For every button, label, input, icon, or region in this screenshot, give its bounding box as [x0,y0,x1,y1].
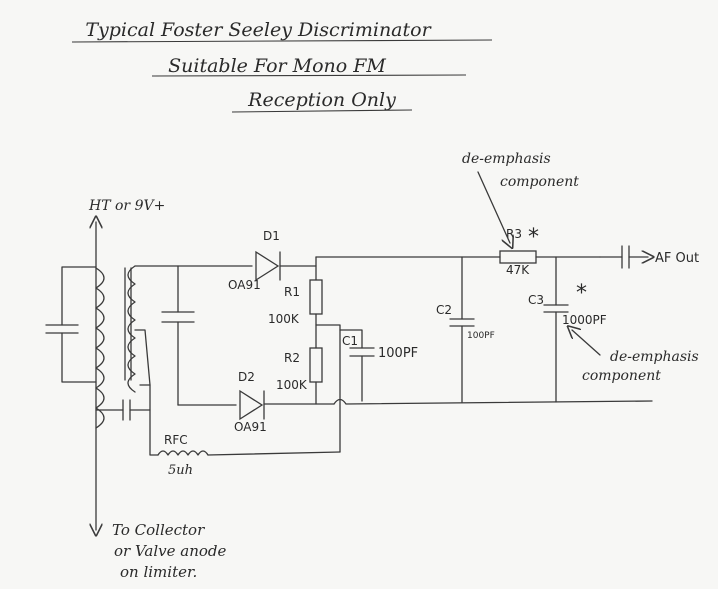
title-line-2: Suitable For Mono FM [168,55,386,77]
title-underline-1 [71,39,493,43]
output-coupling: AF Out [599,245,699,269]
deemphasis-note-top: de-emphasis component [462,151,579,243]
c1-value: 100PF [378,346,418,361]
af-out-label: AF Out [655,251,699,266]
title-block: Typical Foster Seeley Discriminator Suit… [71,19,493,113]
r2-ref: R2 [284,351,300,365]
coupling-cap [95,384,151,421]
d2-part: OA91 [234,420,267,434]
capacitor-c3: C3 1000PF * [528,256,607,403]
title-line-3: Reception Only [247,89,396,111]
capacitor-c2: C2 100PF [436,256,495,403]
resistor-r2: R2 100K [276,347,323,405]
collector-note-line-2: or Valve anode [114,542,227,560]
title-line-1: Typical Foster Seeley Discriminator [85,19,432,41]
diode-d1: D1 OA91 [177,229,317,292]
resistor-r3: R3 47K * [499,225,601,277]
centre-tap [134,329,151,386]
c2-ref: C2 [436,303,452,317]
c3-asterisk: * [576,281,587,306]
rfc-choke: RFC 5uh [149,409,341,478]
collector-note: To Collector or Valve anode on limiter. [112,521,227,581]
r1-ref: R1 [284,285,300,299]
deemph-bottom-line-2: component [582,368,661,384]
supply-label: HT or 9V+ [88,198,165,214]
diode-d2: D2 OA91 [177,370,335,434]
collector-note-line-3: on limiter. [120,563,197,581]
r3-value: 47K [506,263,530,277]
rfc-ref: RFC [164,433,188,447]
d2-ref: D2 [238,370,255,384]
c2-value: 100PF [467,331,495,341]
c3-value: 1000PF [562,313,607,327]
d1-part: OA91 [228,278,261,292]
resistor-r1: R1 100K [268,279,323,349]
capacitor-c1: C1 100PF [339,329,418,402]
r3-asterisk: * [528,225,539,250]
c3-ref: C3 [528,293,544,307]
deemph-top-line-2: component [500,174,579,190]
title-underline-2 [151,74,467,77]
title-underline-3 [231,109,413,113]
primary-tank [45,266,105,429]
secondary-coil [124,265,179,393]
d1-ref: D1 [263,229,280,243]
c1-ref: C1 [342,334,358,348]
bottom-rail [333,398,653,405]
r1-value: 100K [268,312,300,326]
deemph-bottom-line-1: de-emphasis [610,349,699,365]
r1-r2-junction [315,324,341,453]
primary-coil [95,267,105,429]
collector-note-line-1: To Collector [112,521,205,539]
supply-line: HT or 9V+ [88,198,165,530]
rfc-value: 5uh [168,463,193,478]
r2-value: 100K [276,378,308,392]
deemph-top-line-1: de-emphasis [462,151,551,167]
deemphasis-note-bottom: de-emphasis component [572,330,699,384]
secondary-tuning-cap [161,311,195,406]
